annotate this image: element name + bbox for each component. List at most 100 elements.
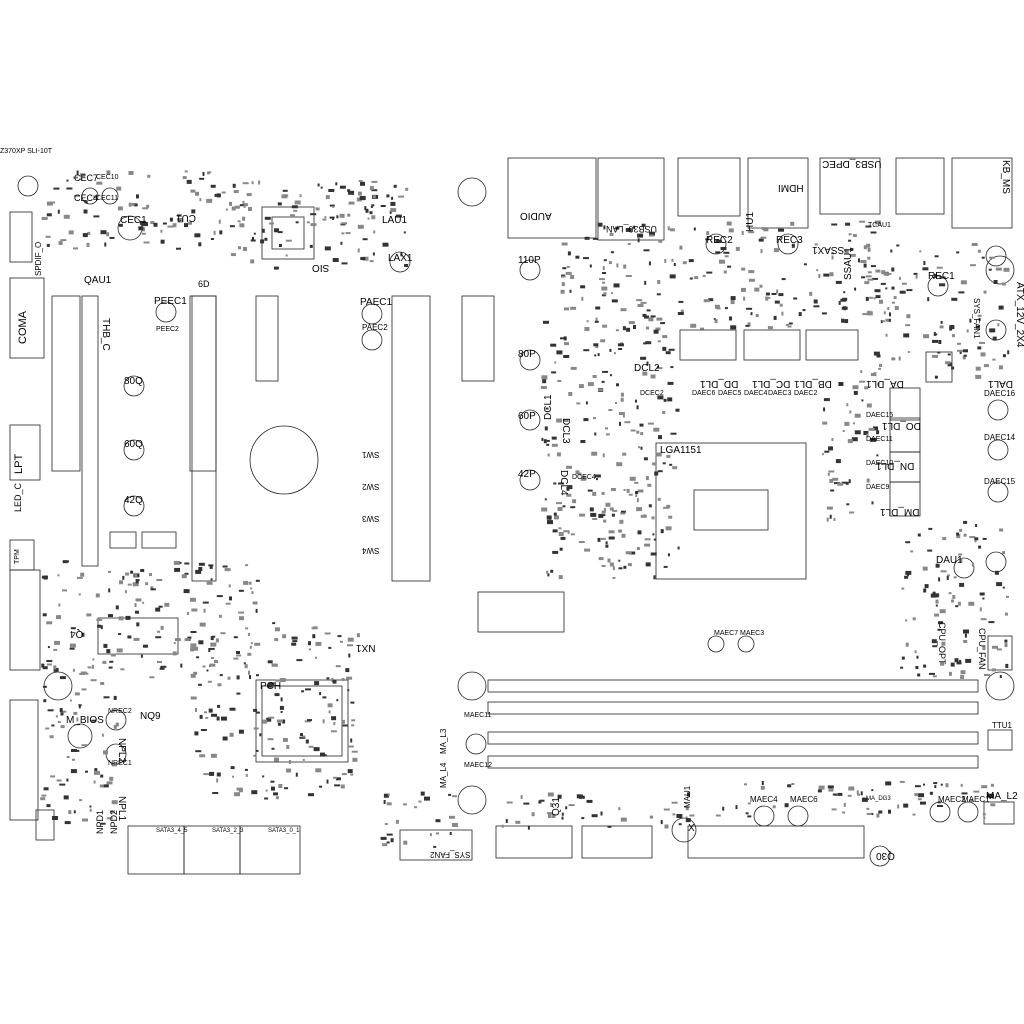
smd-part [164, 602, 170, 607]
label-maec11: MAEC11 [464, 712, 492, 719]
smd-part [958, 291, 965, 294]
smd-part [42, 613, 47, 617]
smd-part [595, 317, 598, 322]
smd-part [238, 246, 241, 250]
label-q4: Q4 [70, 628, 84, 639]
smd-part [629, 551, 636, 555]
smd-part [881, 320, 885, 323]
smd-part [651, 516, 655, 520]
smd-part [325, 195, 330, 200]
smd-part [51, 724, 55, 727]
smd-part [566, 465, 572, 469]
smd-part [149, 676, 155, 679]
smd-part [592, 518, 598, 520]
smd-part [239, 204, 244, 207]
smd-part [58, 241, 63, 245]
smd-part [990, 783, 994, 787]
smd-part [988, 268, 992, 271]
smd-part [822, 421, 828, 425]
smd-part [238, 611, 245, 614]
smd-part [340, 223, 346, 226]
smd-part [41, 575, 48, 579]
smd-part [927, 549, 933, 552]
smd-part [620, 308, 627, 312]
smd-part [715, 814, 721, 817]
smd-part [225, 602, 231, 605]
smd-part [706, 231, 710, 236]
smd-part [68, 810, 72, 815]
smd-part [781, 278, 786, 281]
smd-part [333, 776, 337, 779]
smd-part [968, 601, 975, 606]
smd-part [867, 256, 871, 260]
smd-part [875, 295, 881, 299]
smd-part [546, 439, 550, 442]
smd-part [814, 243, 818, 246]
smd-part [980, 352, 986, 357]
smd-part [873, 297, 876, 300]
smd-part [846, 503, 850, 506]
smd-part [813, 299, 818, 304]
smd-part [609, 507, 614, 511]
smd-part [177, 220, 183, 223]
smd-part [372, 252, 375, 256]
smd-part [190, 696, 197, 700]
front-panel-headers [9, 699, 39, 821]
label-daec11: DAEC11 [866, 436, 893, 443]
smd-part [386, 802, 392, 806]
smd-part [729, 316, 732, 321]
smd-part [250, 642, 253, 645]
smd-part [975, 374, 982, 379]
capacitor [985, 245, 1007, 267]
capacitor [953, 557, 975, 579]
label-hdmi: HDMI [778, 182, 804, 193]
smd-part [197, 683, 202, 686]
smd-part [69, 643, 76, 648]
smd-part [320, 186, 323, 189]
smd-part [277, 202, 282, 206]
smd-part [849, 511, 855, 514]
label-sys-fan2: SYS_FAN2 [430, 850, 471, 859]
label-rec1: REC1 [928, 271, 955, 282]
smd-part [612, 576, 616, 579]
smd-part [916, 655, 919, 659]
label-ma-dg3: MA_DG3 [866, 796, 891, 802]
smd-part [992, 336, 997, 341]
smd-part [552, 529, 558, 533]
smd-part [608, 530, 615, 534]
mount-hole [43, 671, 73, 701]
smd-part [600, 811, 603, 816]
smd-part [653, 538, 656, 541]
smd-part [915, 666, 919, 669]
smd-part [556, 452, 561, 457]
label-kb-ms: KB_MS [1000, 160, 1011, 194]
smd-part [679, 245, 683, 250]
smd-part [662, 335, 668, 339]
smd-part [307, 719, 312, 722]
smd-part [852, 385, 859, 390]
smd-part [311, 627, 314, 630]
label-dd-dl1: DD_DL1 [700, 378, 739, 389]
smd-part [216, 193, 221, 198]
smd-part [607, 825, 612, 828]
smd-part [956, 661, 962, 665]
smd-part [832, 477, 839, 481]
smd-part [685, 816, 688, 819]
smd-part [935, 563, 940, 568]
label-cpu-fan: CPU_FAN [977, 628, 987, 670]
smd-part [436, 832, 439, 835]
smd-part [885, 287, 888, 290]
smd-part [901, 656, 905, 660]
smd-part [176, 213, 182, 217]
smd-part [253, 708, 258, 712]
smd-part [983, 290, 987, 294]
smd-part [861, 797, 868, 802]
smd-part [867, 247, 871, 252]
smd-part [315, 641, 322, 646]
smd-part [893, 296, 897, 300]
smd-part [654, 471, 659, 476]
smd-part [586, 320, 589, 323]
smd-part [625, 275, 632, 277]
atx-24pin [687, 825, 865, 859]
smd-part [982, 646, 986, 651]
